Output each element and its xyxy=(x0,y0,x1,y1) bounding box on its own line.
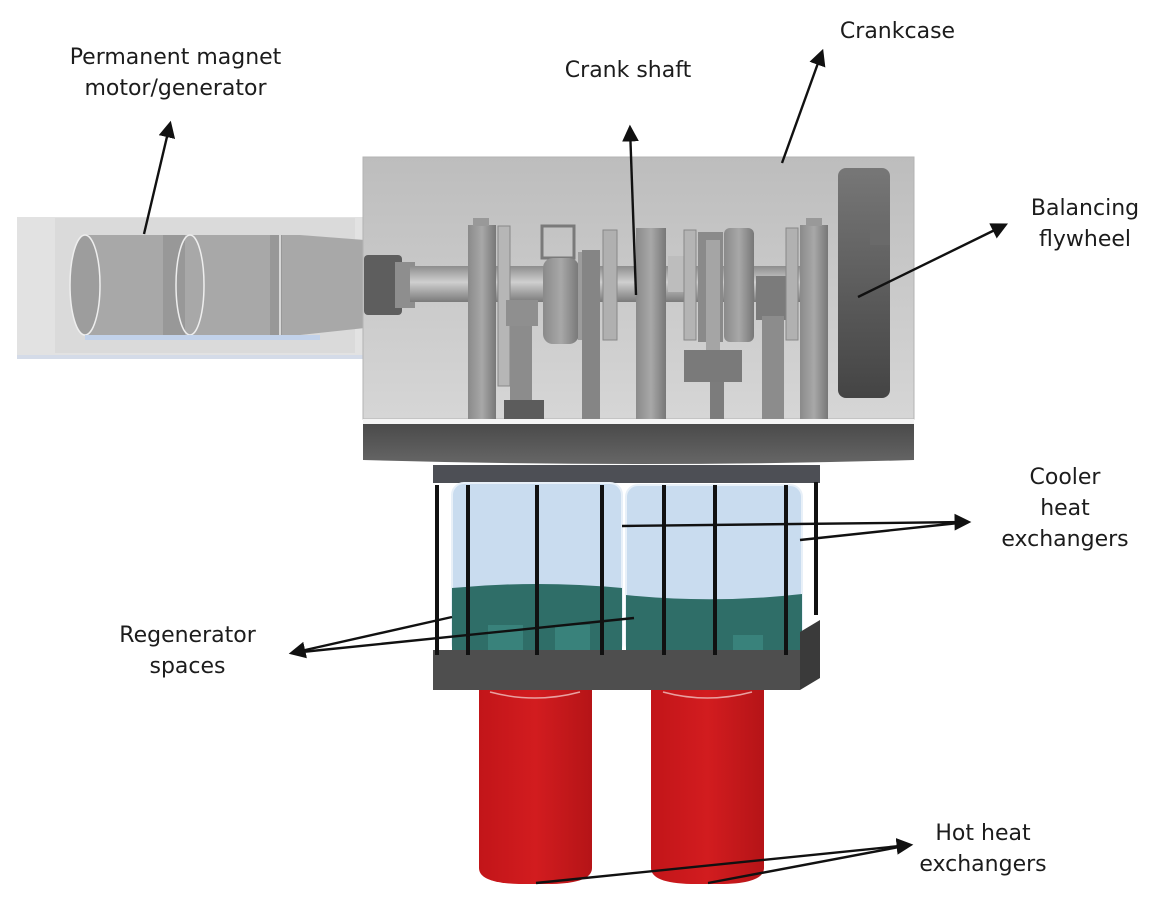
hot-exchanger-left xyxy=(479,690,592,884)
flywheel-notch xyxy=(870,225,890,245)
label-line: exchangers xyxy=(919,852,1047,877)
arrow-crankcase xyxy=(780,48,826,164)
arrow-motor xyxy=(142,120,176,235)
arrow-cooler-1 xyxy=(621,513,972,531)
label-hot-heat-exchangers: Hot heat exchangers xyxy=(903,818,1063,880)
motor-band-1 xyxy=(163,235,185,335)
label-line: Crankcase xyxy=(839,19,956,44)
arrow-regenerator-2 xyxy=(291,616,635,655)
arrow-crankshaft xyxy=(622,124,639,296)
motor-housing-shadow xyxy=(17,355,367,359)
arrow-cooler-2 xyxy=(799,520,969,542)
crank-webs xyxy=(468,218,828,422)
motor-base-glow xyxy=(85,335,320,340)
cooler-top-plate xyxy=(433,465,820,483)
arrow-regenerator-1 xyxy=(288,615,453,659)
motor-band-2 xyxy=(270,235,282,335)
hot-heat-exchangers xyxy=(479,690,764,884)
arrow-flywheel xyxy=(857,223,1009,299)
label-line: heat xyxy=(1040,496,1090,521)
label-line: Permanent magnet xyxy=(69,45,282,70)
label-motor-generator: Permanent magnet motor/generator xyxy=(48,42,303,104)
regenerator-base xyxy=(433,650,800,690)
motor-generator xyxy=(17,217,367,359)
flywheel xyxy=(838,168,890,398)
label-cooler-heat-exchangers: Cooler heat exchangers xyxy=(975,462,1155,555)
label-line: Balancing xyxy=(1030,196,1140,221)
label-line: flywheel xyxy=(1039,227,1131,252)
label-regenerator-spaces: Regenerator spaces xyxy=(100,620,275,682)
hot-exchanger-right xyxy=(651,690,764,884)
motor-body xyxy=(85,235,365,335)
label-line: exchangers xyxy=(1001,527,1129,552)
label-line: Regenerator xyxy=(119,623,256,648)
label-balancing-flywheel: Balancing flywheel xyxy=(1010,193,1160,255)
cooler-tubes xyxy=(435,482,818,655)
arrow-hot-1 xyxy=(535,838,914,885)
annotation-arrows xyxy=(142,48,1009,885)
crankcase-base-plate xyxy=(363,424,914,464)
label-line: Cooler xyxy=(1029,465,1101,490)
label-line: spaces xyxy=(149,654,226,679)
label-crankcase: Crankcase xyxy=(825,16,970,47)
arrow-hot-2 xyxy=(707,843,911,885)
cooler-regenerator-block xyxy=(433,465,820,690)
crankcase xyxy=(362,156,915,464)
coupling xyxy=(364,255,402,315)
motor-end-cap xyxy=(69,234,101,336)
label-line: Crank shaft xyxy=(564,58,692,83)
label-crankshaft: Crank shaft xyxy=(548,55,708,86)
label-line: Hot heat xyxy=(935,821,1031,846)
label-line: motor/generator xyxy=(84,76,267,101)
crankcase-base-highlight xyxy=(363,419,914,424)
regenerator-base-side xyxy=(800,620,820,690)
